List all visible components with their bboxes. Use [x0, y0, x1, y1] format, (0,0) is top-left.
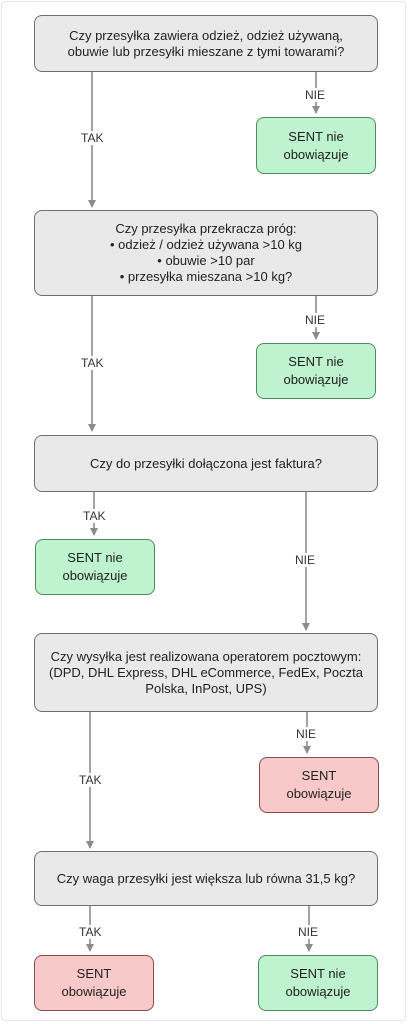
- question-5-weight: Czy waga przesyłki jest większa lub równ…: [34, 851, 378, 906]
- result-q1-not-applicable: SENT nie obowiązuje: [256, 117, 376, 174]
- question-2-threshold: Czy przesyłka przekracza próg: • odzież …: [34, 210, 378, 296]
- label-q1-tak: TAK: [79, 131, 106, 145]
- result-q3-not-applicable: SENT nie obowiązuje: [35, 539, 155, 595]
- label-q4-tak: TAK: [77, 773, 104, 787]
- label-q3-tak: TAK: [81, 509, 108, 523]
- result-q5-not-applicable: SENT nie obowiązuje: [258, 955, 378, 1011]
- label-q5-nie: NIE: [296, 925, 321, 939]
- result-q5-applicable: SENT obowiązuje: [34, 955, 154, 1011]
- question-1-clothing: Czy przesyłka zawiera odzież, odzież uży…: [34, 15, 378, 72]
- label-q3-nie: NIE: [293, 553, 318, 567]
- label-q1-nie: NIE: [303, 88, 328, 102]
- label-q2-tak: TAK: [79, 356, 106, 370]
- result-q4-applicable: SENT obowiązuje: [259, 757, 379, 813]
- label-q2-nie: NIE: [303, 313, 328, 327]
- label-q4-nie: NIE: [294, 727, 319, 741]
- label-q5-tak: TAK: [77, 925, 104, 939]
- question-4-postal-operator: Czy wysyłka jest realizowana operatorem …: [34, 633, 378, 712]
- question-3-invoice: Czy do przesyłki dołączona jest faktura?: [34, 435, 378, 492]
- result-q2-not-applicable: SENT nie obowiązuje: [256, 343, 376, 399]
